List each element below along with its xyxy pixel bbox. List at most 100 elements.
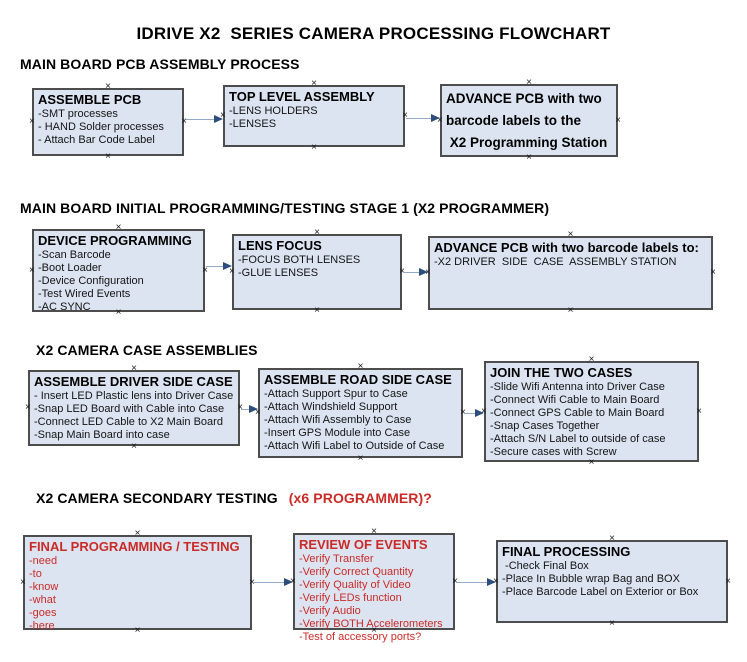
list-item: -Verify LEDs function	[299, 592, 402, 604]
arrow-line	[206, 266, 225, 267]
list-item: -to	[29, 568, 42, 580]
box-title: ADVANCE PCB with two barcode labels to:	[434, 240, 699, 255]
list-item: -Attach Windshield Support	[264, 401, 398, 413]
connector-arrow	[406, 113, 440, 124]
list-item: -need	[29, 555, 58, 567]
list-item: -Place In Bubble wrap Bag and BOX	[502, 573, 680, 585]
flow-box-advance-pcb-driver-side-station: ADVANCE PCB with two barcode labels to: …	[425, 230, 716, 316]
connection-handle-top: ×	[357, 361, 364, 372]
arrow-line	[253, 582, 286, 583]
flow-box-final-programming-testing: FINAL PROGRAMMING / TESTING -need-to-kno…	[20, 529, 255, 636]
list-item: -Verify Quality of Video	[299, 579, 411, 591]
list-item: -Verify Correct Quantity	[299, 566, 414, 578]
list-item: -what	[29, 594, 56, 606]
section-heading-pcb-assembly: MAIN BOARD PCB ASSEMBLY PROCESS	[20, 56, 300, 72]
flow-box-device-programming: DEVICE PROGRAMMING -Scan Barcode-Boot Lo…	[29, 223, 208, 318]
list-item: -Verify Audio	[299, 605, 361, 617]
connection-handle-bottom: ×	[131, 441, 137, 452]
box-item-list: -SMT processes- HAND Solder processes- A…	[38, 108, 178, 147]
flow-box-lens-focus: LENS FOCUS -FOCUS BOTH LENSES-GLUE LENSE…	[229, 228, 405, 316]
list-item: barcode labels to the	[446, 113, 582, 128]
list-item: -Attach Wifi Assembly to Case	[264, 414, 412, 426]
box-title: FINAL PROGRAMMING / TESTING	[29, 539, 240, 554]
flow-box-top-level-assembly: TOP LEVEL ASSEMBLY -LENS HOLDERS-LENSES …	[220, 79, 408, 153]
box-title: FINAL PROCESSING	[502, 544, 631, 559]
flow-box-assemble-road-side-case: ASSEMBLE ROAD SIDE CASE -Attach Support …	[255, 362, 466, 464]
connector-arrow	[206, 261, 232, 272]
connection-handle-top: ×	[609, 533, 615, 544]
connection-handle-top: ×	[567, 229, 574, 240]
arrow-head-icon	[487, 578, 496, 586]
connection-handle-bottom: ×	[105, 151, 111, 162]
connection-handle-bottom: ×	[588, 457, 595, 468]
list-item: -Place Barcode Label on Exterior or Box	[502, 586, 699, 598]
list-item: -Snap Cases Together	[490, 420, 600, 432]
list-item: -Test Wired Events	[38, 288, 131, 300]
list-item: -Attach Support Spur to Case	[264, 388, 408, 400]
arrow-head-icon	[249, 405, 258, 413]
list-item: -Connect GPS Cable to Main Board	[490, 407, 665, 419]
box-item-list: -Attach Support Spur to Case-Attach Wind…	[264, 388, 457, 453]
box-title: ASSEMBLE DRIVER SIDE CASE	[34, 374, 233, 389]
list-item: - Attach Bar Code Label	[38, 134, 155, 146]
heading-text: MAIN BOARD PCB ASSEMBLY PROCESS	[20, 56, 300, 72]
connection-handle-top: ×	[105, 81, 111, 92]
heading-text: X2 CAMERA CASE ASSEMBLIES	[36, 342, 258, 358]
arrow-head-icon	[223, 262, 232, 270]
connection-handle-left: ×	[29, 264, 35, 276]
list-item: - Insert LED Plastic lens into Driver Ca…	[34, 390, 234, 402]
list-item: -Verify Transfer	[299, 553, 374, 565]
connection-handle-right: ×	[725, 575, 731, 587]
connection-handle-bottom: ×	[357, 453, 364, 464]
box-title: LENS FOCUS	[238, 238, 322, 253]
list-item: X2 Programming Station	[446, 135, 608, 150]
box-item-list: -Check Final Box-Place In Bubble wrap Ba…	[502, 560, 722, 599]
box-item-list: -LENS HOLDERS-LENSES	[229, 105, 399, 131]
box-title: DEVICE PROGRAMMING	[38, 233, 192, 248]
box-title: ASSEMBLE PCB	[38, 92, 142, 107]
list-item: -Attach Wifi Label to Outside of Case	[264, 440, 445, 452]
list-item: -Snap Main Board into case	[34, 429, 170, 441]
list-item: -Slide Wifi Antenna into Driver Case	[490, 381, 665, 393]
connector-arrow	[186, 114, 223, 125]
arrow-line	[464, 413, 477, 414]
list-item: -know	[29, 581, 59, 593]
connection-handle-bottom: ×	[567, 305, 574, 316]
arrow-line	[241, 409, 251, 410]
section-heading-secondary-testing: X2 CAMERA SECONDARY TESTING (x6 PROGRAMM…	[36, 490, 432, 506]
list-item: -SMT processes	[38, 108, 118, 120]
connection-handle-right: ×	[615, 114, 621, 126]
list-item: -Test of accessory ports?	[299, 631, 422, 643]
connector-arrow	[456, 577, 496, 588]
connection-handle-top: ×	[131, 363, 137, 374]
connection-handle-right: ×	[710, 267, 716, 278]
page-title: IDRIVE X2 SERIES CAMERA PROCESSING FLOWC…	[136, 24, 611, 43]
heading-text: X2 CAMERA SECONDARY TESTING	[36, 490, 282, 506]
arrow-line	[406, 118, 433, 119]
connection-handle-bottom: ×	[526, 152, 532, 163]
arrow-head-icon	[419, 268, 428, 276]
box-item-list: -need-to-know-what-goes-here	[29, 555, 246, 633]
connection-handle-top: ×	[134, 528, 141, 539]
connector-arrow	[403, 267, 428, 278]
box-item-list: -Slide Wifi Antenna into Driver Case -Con…	[490, 381, 693, 459]
list-item: -GLUE LENSES	[238, 267, 319, 279]
connection-handle-left: ×	[20, 576, 26, 588]
box-item-list: -Scan Barcode-Boot Loader-Device Configu…	[38, 249, 199, 314]
connection-handle-bottom: ×	[311, 142, 317, 153]
box-title: REVIEW OF EVENTS	[299, 537, 428, 552]
flow-box-join-the-two-cases: JOIN THE TWO CASES -Slide Wifi Antenna i…	[481, 355, 702, 468]
connection-handle-top: ×	[588, 354, 595, 365]
list-item: -LENSES	[229, 118, 277, 130]
arrow-head-icon	[214, 115, 223, 123]
list-item: -Scan Barcode	[38, 249, 111, 261]
list-item: -Verify BOTH Accelerometers	[299, 618, 443, 630]
arrow-head-icon	[284, 578, 293, 586]
flow-box-final-processing: FINAL PROCESSING -Check Final Box-Place …	[493, 534, 731, 629]
list-item: -Check Final Box	[502, 560, 589, 572]
connector-arrow	[253, 577, 293, 588]
list-item: - HAND Solder processes	[38, 121, 164, 133]
list-item: -goes	[29, 607, 57, 619]
